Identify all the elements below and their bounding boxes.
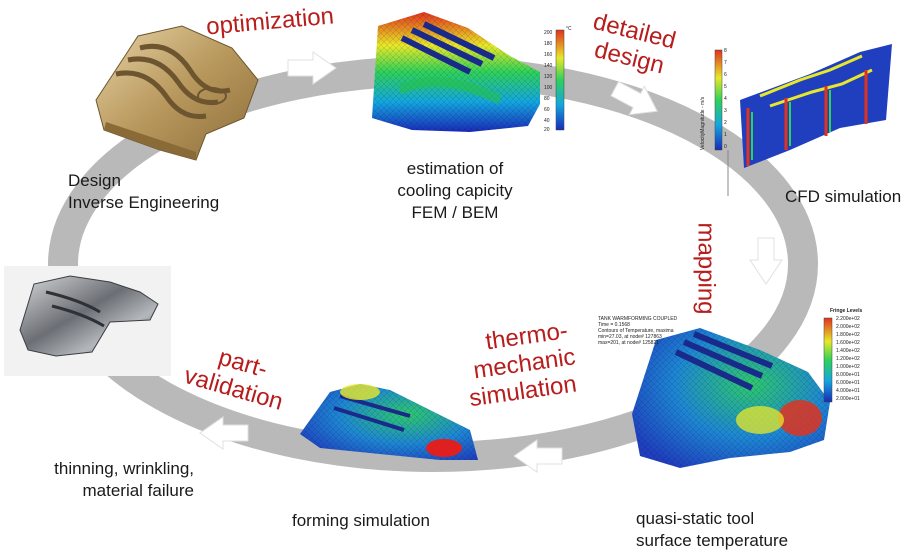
cooling-tick: 60	[544, 107, 550, 113]
cooling-tick: 140	[544, 63, 553, 69]
fringe-tick: 2.000e+01	[836, 396, 860, 402]
fringe-tick: 1.600e+02	[836, 340, 860, 346]
design-model-image	[95, 25, 259, 161]
fringe-tick: 6.000e+01	[836, 380, 860, 386]
tank-header-line: max=201, at node# 125821	[598, 340, 660, 346]
stage-failure-line: thinning, wrinkling,	[54, 459, 194, 478]
cooling-tick: 180	[544, 41, 553, 47]
tank-header-line: Time = 0.1568	[598, 322, 630, 328]
stage-tool-line: quasi-static tool	[636, 509, 755, 528]
cfd-tick: 7	[724, 60, 727, 66]
tank-header-line: min=27.03, at node# 127863	[598, 334, 662, 340]
fringe-tick: 2.000e+02	[836, 324, 860, 330]
cooling-scale-unit: °C	[566, 26, 572, 32]
transition-mapping: mapping	[692, 222, 720, 315]
fringe-tick: 8.000e+01	[836, 372, 860, 378]
stage-tool-line: surface temperature	[636, 531, 789, 550]
stage-design-line: Design	[68, 171, 121, 190]
cfd-scale-title: VelocityMagnitude - m/s	[700, 96, 706, 150]
transition-thermo-mechanic: thermo- mechanic simulation	[460, 317, 581, 412]
fringe-title: Fringe Levels	[830, 308, 863, 314]
stage-cooling-line: FEM / BEM	[411, 203, 499, 222]
cfd-tick: 5	[724, 84, 727, 90]
fringe-tick: 4.000e+01	[836, 388, 860, 394]
fem-cooling-image	[372, 12, 565, 132]
fringe-tick: 1.800e+02	[836, 332, 860, 338]
cooling-tick: 100	[544, 85, 553, 91]
stage-cfd-label: CFD simulation	[785, 187, 902, 206]
cooling-tick: 120	[544, 74, 553, 80]
tool-temperature-image	[632, 317, 833, 468]
formed-part-photo	[4, 266, 171, 376]
stage-cooling-label: estimation of cooling capicity FEM / BEM	[360, 158, 550, 224]
tank-header-line: TANK WARMFORMING COUPLED	[598, 316, 678, 322]
cfd-colorbar	[714, 49, 723, 151]
fringe-tick: 2.200e+02	[836, 316, 860, 322]
stage-cooling-line: cooling capicity	[397, 181, 513, 200]
arrow-left-validation	[199, 416, 249, 450]
stage-tool-label: quasi-static tool surface temperature	[636, 508, 788, 552]
flow-arrows	[199, 51, 783, 473]
stage-failure-line: material failure	[82, 481, 195, 500]
fringe-tick: 1.400e+02	[836, 348, 860, 354]
cooling-tick: 80	[544, 96, 550, 102]
arrow-right-top	[287, 51, 337, 85]
forming-sim-image	[300, 384, 478, 460]
cfd-image	[714, 44, 892, 196]
fringe-colorbar	[823, 317, 833, 403]
fringe-tick: 1.000e+02	[836, 364, 860, 370]
cooling-tick: 20	[544, 127, 550, 133]
cfd-tick: 2	[724, 120, 727, 126]
cfd-tick: 6	[724, 72, 727, 78]
fringe-tick: 1.200e+02	[836, 356, 860, 362]
cooling-tick: 160	[544, 52, 553, 58]
cfd-tick: 1	[724, 132, 727, 138]
arrow-right-detailed	[610, 80, 658, 116]
stage-design-label: Design Inverse Engineering	[68, 170, 219, 214]
tank-header-line: Contours of Temperature, maxima	[598, 328, 674, 334]
cooling-tick: 40	[544, 118, 550, 124]
cfd-tick: 3	[724, 108, 727, 114]
cooling-tick: 200	[544, 30, 553, 36]
stage-design-line: Inverse Engineering	[68, 193, 220, 212]
cfd-tick: 8	[724, 48, 727, 54]
stage-failure-label: thinning, wrinkling, material failure	[30, 458, 194, 502]
stage-forming-label: forming simulation	[292, 511, 430, 530]
arrow-left-thermo	[513, 439, 563, 473]
cfd-tick: 4	[724, 96, 727, 102]
arrow-down-mapping	[749, 237, 783, 285]
stage-cooling-line: estimation of	[406, 159, 504, 178]
cfd-tick: 0	[724, 144, 727, 150]
cooling-colorbar	[555, 29, 565, 131]
